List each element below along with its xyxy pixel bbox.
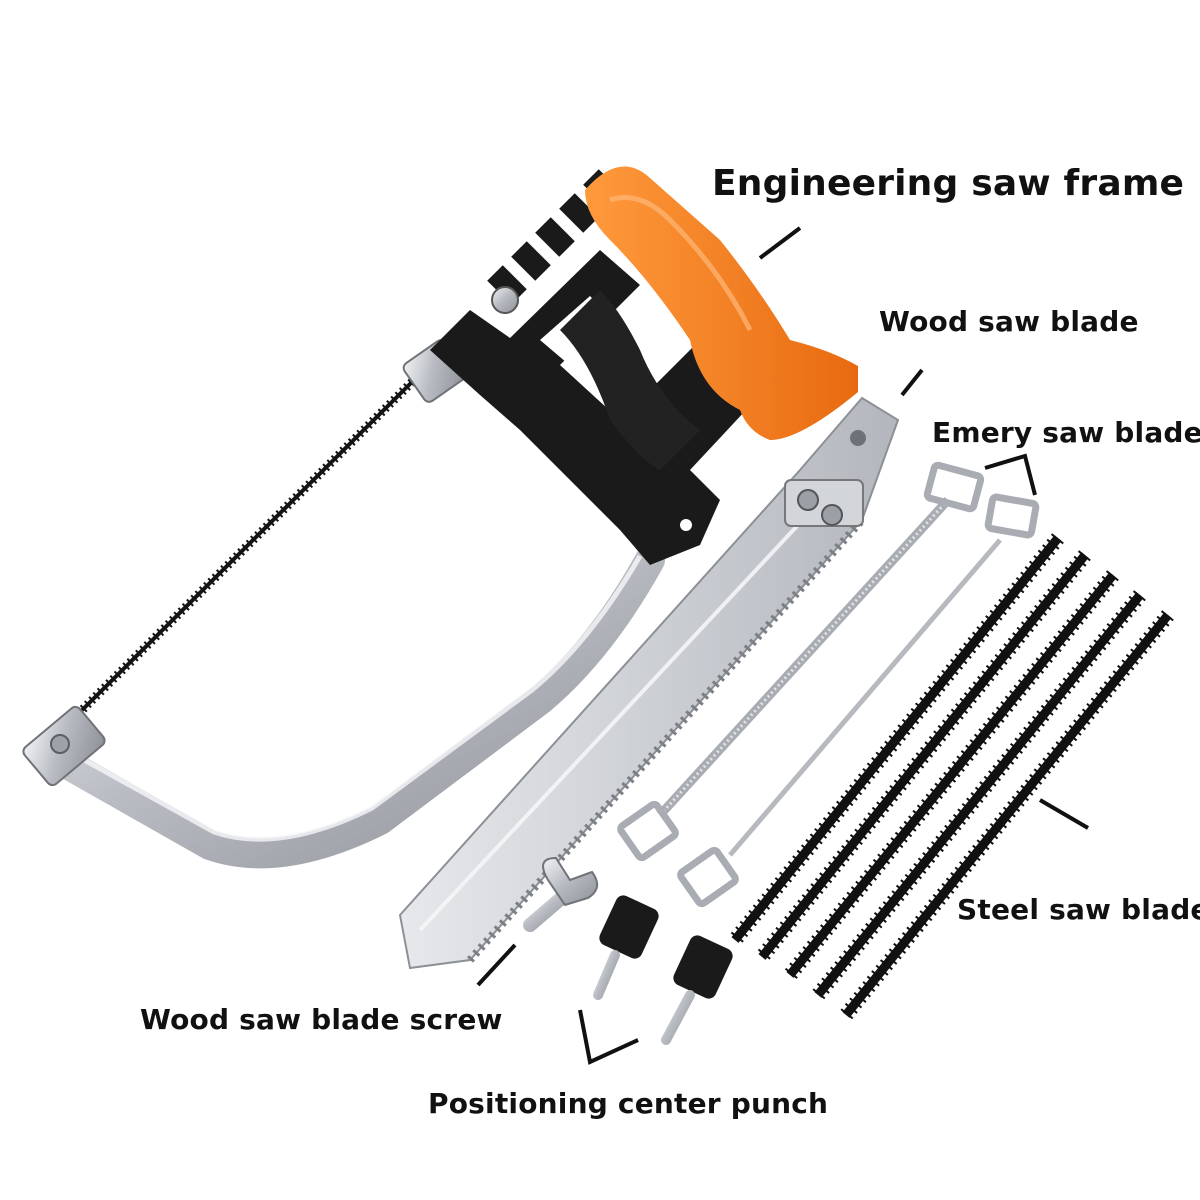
frame-bow: [45, 545, 665, 869]
center-punch-2: [661, 935, 733, 1045]
leader-emery: [984, 453, 1037, 496]
label-engineering-saw-frame: Engineering saw frame: [712, 163, 1185, 204]
frame-body: [430, 250, 760, 565]
label-steel-saw-blade: Steel saw blade: [957, 893, 1200, 926]
handle-grip: [560, 290, 700, 470]
leader-steel: [1038, 798, 1090, 830]
emery-saw-blades: [617, 461, 1040, 908]
emery-1-bottom-loop: [617, 800, 679, 862]
emery-1-top-loop: [923, 461, 985, 513]
leader-screw: [476, 943, 517, 987]
handle-orange: [585, 166, 858, 440]
wing-screw: [523, 856, 599, 932]
leader-frame: [758, 226, 802, 260]
label-wood-saw-blade-screw: Wood saw blade screw: [140, 1003, 503, 1036]
wood-blade-teeth: [467, 517, 865, 963]
saw-frame: [22, 166, 858, 869]
wood-saw-blade: [398, 396, 900, 970]
leader-lines: [476, 226, 1090, 1065]
leader-punch: [578, 1009, 639, 1065]
label-positioning-center-punch: Positioning center punch: [428, 1087, 829, 1120]
frame-fret-blade: [58, 380, 414, 734]
center-punch-1: [593, 895, 659, 1000]
emery-2-top-loop: [984, 493, 1040, 539]
label-emery-saw-blade: Emery saw blade: [932, 416, 1200, 449]
emery-2-bottom-loop: [677, 846, 739, 908]
label-wood-saw-blade: Wood saw blade: [879, 305, 1139, 338]
steel-saw-blades: [729, 533, 1174, 1020]
leader-wood: [900, 368, 924, 397]
